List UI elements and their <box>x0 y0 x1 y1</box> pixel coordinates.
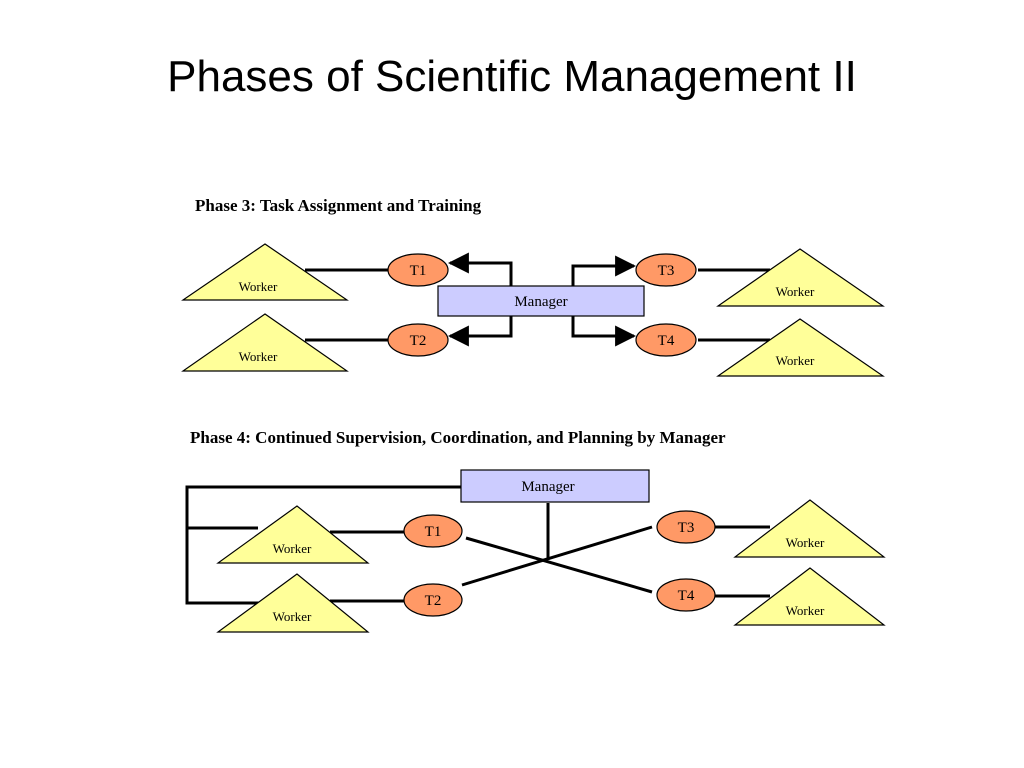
worker-label: Worker <box>776 353 815 368</box>
p3-worker-1: Worker <box>181 243 349 301</box>
worker-label: Worker <box>786 535 825 550</box>
p3-task-t3: T3 <box>635 253 697 287</box>
p4-cross-t1-t4 <box>465 536 653 594</box>
phase4-heading: Phase 4: Continued Supervision, Coordina… <box>190 428 726 447</box>
worker-label: Worker <box>786 603 825 618</box>
worker-triangle <box>733 567 886 626</box>
worker-triangle <box>181 243 349 301</box>
task-label: T2 <box>425 593 442 609</box>
p3-worker-2: Worker <box>181 313 349 372</box>
p4-worker-4: Worker <box>733 567 886 626</box>
slide-title: Phases of Scientific Management II <box>167 52 857 101</box>
task-label: T4 <box>678 588 695 604</box>
p4-worker-2: Worker <box>216 573 370 633</box>
p4-manager-box: Manager <box>460 469 650 503</box>
task-label: T2 <box>410 333 427 349</box>
p3-manager-box: Manager <box>437 285 645 317</box>
worker-triangle <box>733 499 886 558</box>
worker-triangle <box>716 318 885 377</box>
p4-worker-1: Worker <box>216 505 370 564</box>
task-label: T1 <box>410 263 427 279</box>
p3-task-t2: T2 <box>387 323 449 357</box>
p4-cross-t2-t3 <box>461 525 653 587</box>
manager-label: Manager <box>521 479 574 495</box>
p4-supervision-line <box>185 485 462 605</box>
p3-arrow-to-t2 <box>447 316 513 347</box>
worker-label: Worker <box>239 349 278 364</box>
worker-triangle <box>716 248 885 307</box>
task-label: T1 <box>425 524 442 540</box>
p4-task-t3: T3 <box>656 510 716 544</box>
phase3-connectors <box>305 252 770 347</box>
worker-triangle <box>181 313 349 372</box>
worker-label: Worker <box>273 541 312 556</box>
task-label: T3 <box>658 263 675 279</box>
worker-label: Worker <box>273 609 312 624</box>
p3-worker-4: Worker <box>716 318 885 377</box>
worker-label: Worker <box>776 284 815 299</box>
phase3-heading: Phase 3: Task Assignment and Training <box>195 196 482 215</box>
p4-task-t1: T1 <box>403 514 463 548</box>
worker-triangle <box>216 505 370 564</box>
manager-label: Manager <box>514 294 567 310</box>
p3-worker-3: Worker <box>716 248 885 307</box>
p3-task-t1: T1 <box>387 253 449 287</box>
p3-arrow-to-t3 <box>571 255 637 286</box>
worker-triangle <box>216 573 370 633</box>
p3-arrow-to-t1 <box>447 252 513 286</box>
task-label: T3 <box>678 520 695 536</box>
worker-label: Worker <box>239 279 278 294</box>
phase4-connectors <box>185 485 770 605</box>
p4-task-t4: T4 <box>656 578 716 612</box>
p3-arrow-to-t4 <box>571 316 637 347</box>
task-label: T4 <box>658 333 675 349</box>
p4-task-t2: T2 <box>403 583 463 617</box>
p3-task-t4: T4 <box>635 323 697 357</box>
p4-worker-3: Worker <box>733 499 886 558</box>
